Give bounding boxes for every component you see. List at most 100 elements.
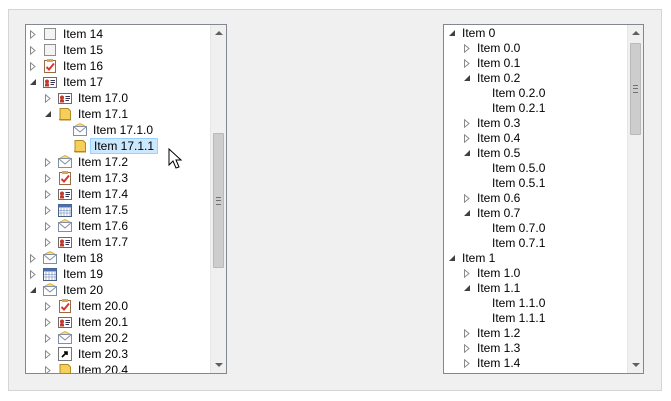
tree-item[interactable]: Item 17.5 <box>43 202 131 218</box>
tree-item[interactable]: Item 0.0 <box>462 40 523 56</box>
scroll-down-arrow-icon[interactable] <box>211 357 226 373</box>
expand-arrow-icon[interactable] <box>43 202 53 218</box>
expand-arrow-icon[interactable] <box>462 265 472 281</box>
scroll-up-arrow-icon[interactable] <box>628 25 643 41</box>
tree-item-label: Item 17.4 <box>78 187 129 201</box>
tree-item-label: Item 1.4 <box>477 356 521 370</box>
tree-item[interactable]: Item 1.0 <box>462 265 523 281</box>
tree-item[interactable]: Item 0.5.0 <box>477 160 548 176</box>
expand-arrow-icon[interactable] <box>43 170 53 186</box>
tree-item[interactable]: Item 1.4 <box>462 355 523 371</box>
tree-item[interactable]: Item 0.4 <box>462 130 523 146</box>
left-scroll-thumb[interactable] <box>213 133 224 268</box>
expand-arrow-icon[interactable] <box>462 355 472 371</box>
tree-item[interactable]: Item 1.2 <box>462 325 523 341</box>
expand-arrow-icon[interactable] <box>43 314 53 330</box>
tree-item-label: Item 1.1 <box>477 281 521 295</box>
expander-spacer <box>477 100 487 116</box>
expand-arrow-icon[interactable] <box>43 298 53 314</box>
tree-item[interactable]: Item 0 <box>447 25 498 41</box>
tree-item[interactable]: Item 0.3 <box>462 115 523 131</box>
collapse-arrow-icon[interactable] <box>462 205 472 221</box>
expand-arrow-icon[interactable] <box>28 58 38 74</box>
expand-arrow-icon[interactable] <box>43 346 53 362</box>
tree-item[interactable]: Item 1.1.1 <box>477 310 548 326</box>
tree-item[interactable]: Item 1.3 <box>462 340 523 356</box>
collapse-arrow-icon[interactable] <box>447 25 457 41</box>
tree-item[interactable]: Item 20.3 <box>43 346 131 362</box>
tree-item[interactable]: Item 0.7.0 <box>477 220 548 236</box>
expand-arrow-icon[interactable] <box>43 234 53 250</box>
expand-arrow-icon[interactable] <box>462 370 472 373</box>
tree-item[interactable]: Item 20.0 <box>43 298 131 314</box>
tree-item[interactable]: Item 1.1.0 <box>477 295 548 311</box>
tree-item[interactable]: Item 18 <box>28 250 106 266</box>
expand-arrow-icon[interactable] <box>462 115 472 131</box>
expander-spacer <box>58 122 68 138</box>
tree-item[interactable]: Item 16 <box>28 58 106 74</box>
scroll-up-arrow-icon[interactable] <box>211 25 226 41</box>
collapse-arrow-icon[interactable] <box>28 282 38 298</box>
tree-item[interactable]: Item 20.1 <box>43 314 131 330</box>
expand-arrow-icon[interactable] <box>43 330 53 346</box>
scroll-down-arrow-icon[interactable] <box>628 357 643 373</box>
tree-item[interactable]: Item 0.2.1 <box>477 100 548 116</box>
expand-arrow-icon[interactable] <box>28 266 38 282</box>
collapse-arrow-icon[interactable] <box>28 74 38 90</box>
tree-item[interactable]: Item 17.1.0 <box>58 122 156 138</box>
right-vertical-scrollbar[interactable] <box>627 25 643 373</box>
expand-arrow-icon[interactable] <box>43 154 53 170</box>
expand-arrow-icon[interactable] <box>28 250 38 266</box>
tree-item[interactable]: Item 20.4 <box>43 362 131 373</box>
tree-item[interactable]: Item 17.6 <box>43 218 131 234</box>
expand-arrow-icon[interactable] <box>462 325 472 341</box>
expand-arrow-icon[interactable] <box>43 362 53 373</box>
tree-item[interactable]: Item 17 <box>28 74 106 90</box>
left-vertical-scrollbar[interactable] <box>210 25 226 373</box>
tree-item[interactable]: Item 1.1 <box>462 280 523 296</box>
expand-arrow-icon[interactable] <box>462 190 472 206</box>
collapse-arrow-icon[interactable] <box>43 106 53 122</box>
tree-item[interactable]: Item 0.7.1 <box>477 235 548 251</box>
expand-arrow-icon[interactable] <box>462 55 472 71</box>
tree-item[interactable]: Item 14 <box>28 26 106 42</box>
tree-item[interactable]: Item 17.1 <box>43 106 131 122</box>
tree-item[interactable]: Item 0.6 <box>462 190 523 206</box>
tree-item[interactable]: Item 0.2 <box>462 70 523 86</box>
expand-arrow-icon[interactable] <box>43 218 53 234</box>
tree-item[interactable]: Item 17.1.1 <box>58 138 159 154</box>
right-scroll-thumb[interactable] <box>630 43 641 135</box>
collapse-arrow-icon[interactable] <box>462 145 472 161</box>
tree-item[interactable]: Item 0.1 <box>462 55 523 71</box>
collapse-arrow-icon[interactable] <box>462 70 472 86</box>
expand-arrow-icon[interactable] <box>462 130 472 146</box>
tree-item[interactable]: Item 17.3 <box>43 170 131 186</box>
expand-arrow-icon[interactable] <box>43 186 53 202</box>
tree-item[interactable]: Item 0.5.1 <box>477 175 548 191</box>
collapse-arrow-icon[interactable] <box>447 250 457 266</box>
shortcut-icon <box>57 346 73 362</box>
tree-item[interactable]: Item 17.0 <box>43 90 131 106</box>
tree-item[interactable]: Item 17.4 <box>43 186 131 202</box>
tree-item[interactable]: Item 20 <box>28 282 106 298</box>
expand-arrow-icon[interactable] <box>462 340 472 356</box>
collapse-arrow-icon[interactable] <box>462 280 472 296</box>
tree-item[interactable]: Item 17.7 <box>43 234 131 250</box>
expand-arrow-icon[interactable] <box>462 40 472 56</box>
tree-item[interactable]: Item 17.2 <box>43 154 131 170</box>
tree-item[interactable]: Item 0.7 <box>462 205 523 221</box>
expand-arrow-icon[interactable] <box>28 42 38 58</box>
tree-item[interactable]: Item 1 <box>447 250 498 266</box>
tree-item[interactable]: Item 0.5 <box>462 145 523 161</box>
tree-item[interactable]: Item 19 <box>28 266 106 282</box>
tree-item[interactable]: Item 1.5 <box>462 370 523 373</box>
tree-item[interactable]: Item 0.2.0 <box>477 85 548 101</box>
mail-icon <box>42 250 58 266</box>
tree-item[interactable]: Item 20.2 <box>43 330 131 346</box>
expand-arrow-icon[interactable] <box>43 90 53 106</box>
mail-icon <box>42 282 58 298</box>
expand-arrow-icon[interactable] <box>28 26 38 42</box>
tree-item[interactable]: Item 15 <box>28 42 106 58</box>
